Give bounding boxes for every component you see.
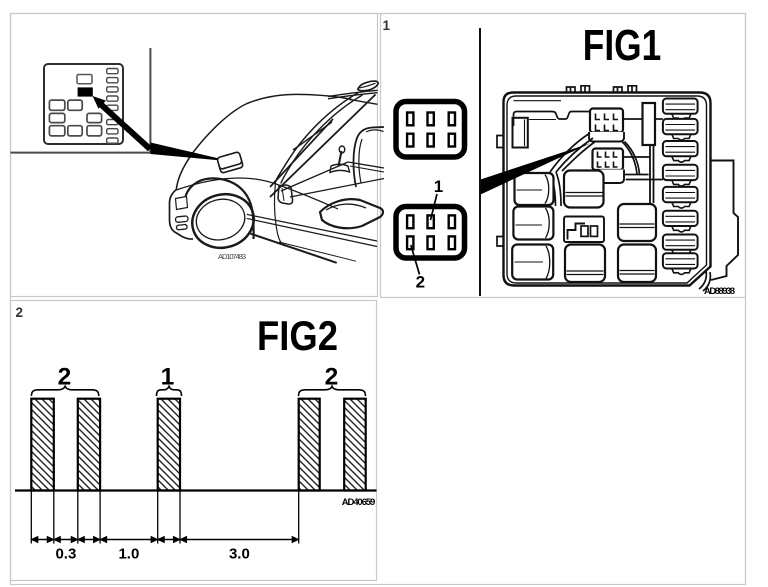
svg-text:FIG1: FIG1 bbox=[583, 21, 662, 70]
svg-text:AD107483: AD107483 bbox=[218, 252, 246, 261]
svg-text:2: 2 bbox=[416, 273, 425, 292]
svg-text:AD40659: AD40659 bbox=[342, 497, 376, 508]
svg-text:1.0: 1.0 bbox=[118, 546, 139, 563]
svg-text:FIG2: FIG2 bbox=[257, 312, 338, 359]
svg-text:3.0: 3.0 bbox=[229, 546, 250, 563]
svg-text:2: 2 bbox=[16, 305, 24, 320]
svg-text:1: 1 bbox=[434, 177, 443, 196]
svg-text:0.3: 0.3 bbox=[55, 546, 76, 563]
svg-text:AD88938: AD88938 bbox=[704, 286, 735, 297]
svg-text:1: 1 bbox=[383, 18, 391, 33]
svg-text:2: 2 bbox=[325, 364, 339, 391]
svg-text:1: 1 bbox=[161, 364, 175, 391]
svg-text:2: 2 bbox=[58, 364, 72, 391]
